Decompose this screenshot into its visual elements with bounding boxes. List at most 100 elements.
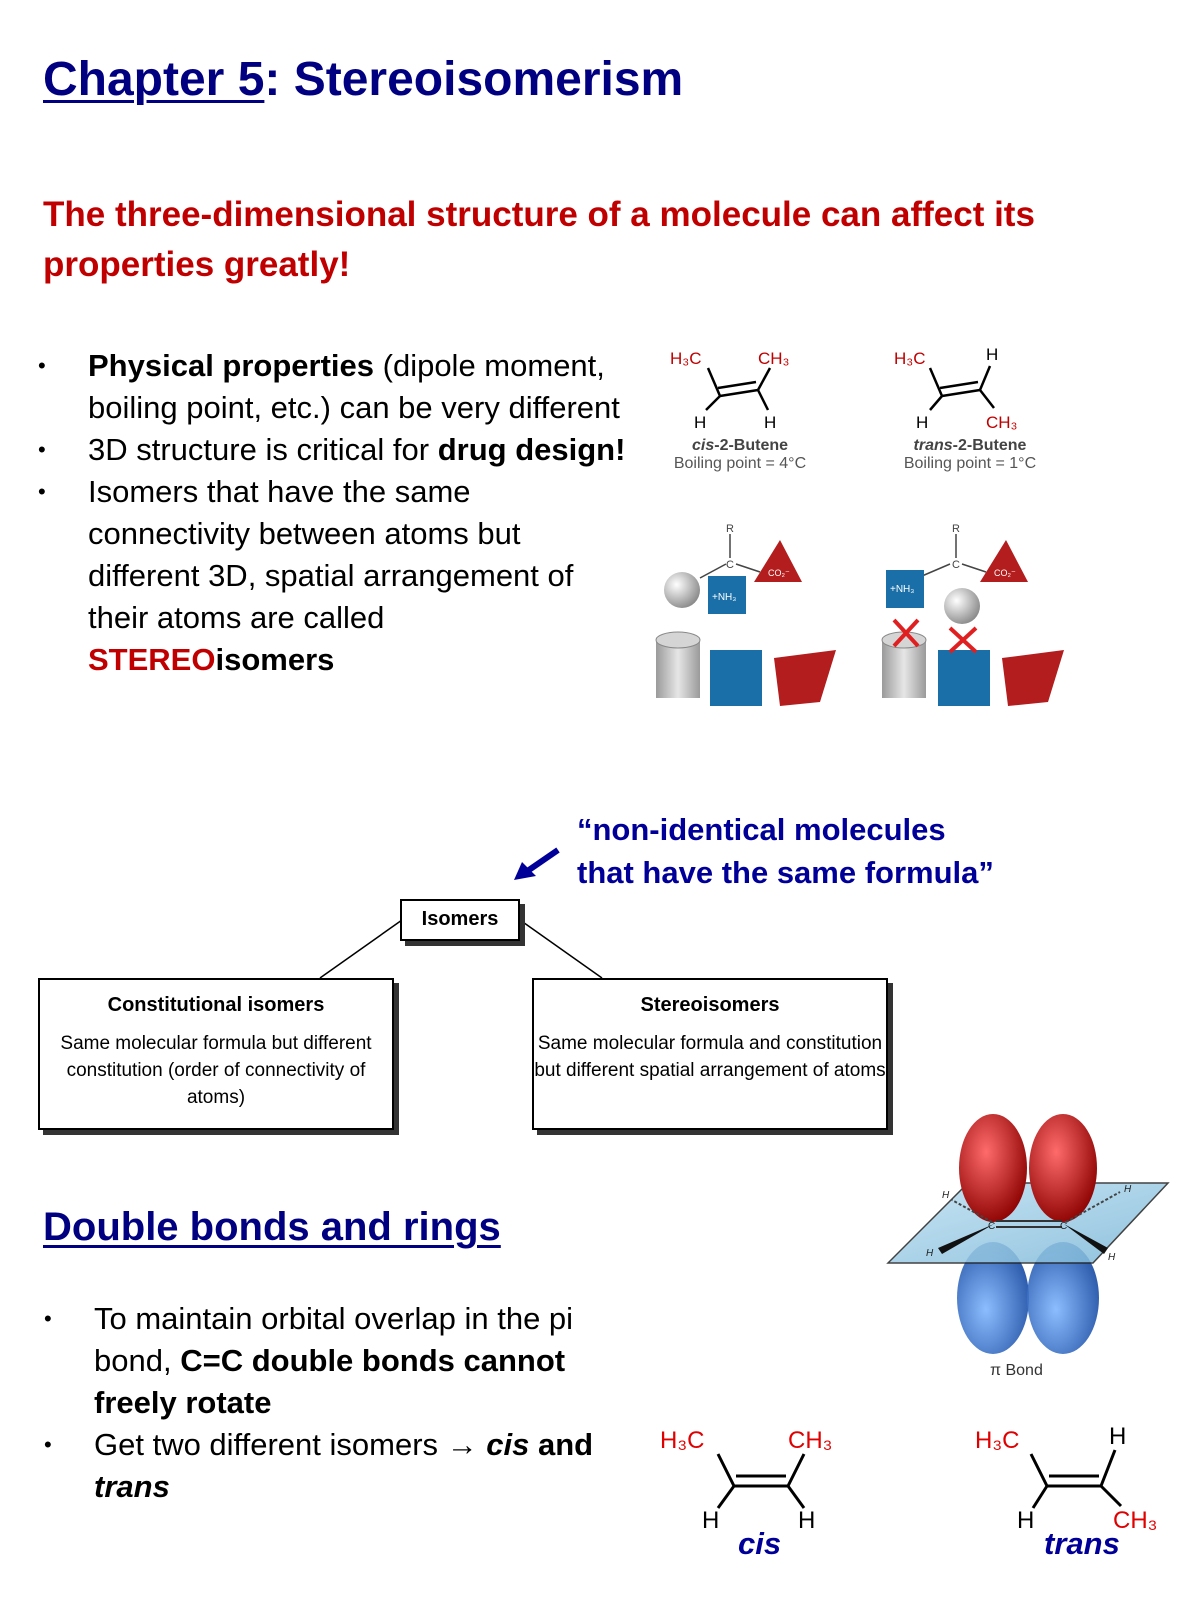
atom-label: R [952, 523, 960, 535]
amine-cube [886, 570, 924, 608]
caption-name: -2-Butene [952, 437, 1027, 454]
atom-label: H₃C [670, 349, 701, 368]
bullet-text: and [529, 1427, 594, 1462]
atom-label: CH₃ [788, 1427, 832, 1454]
pi-bond-caption: π Bond [990, 1362, 1043, 1379]
bullet-icon: • [44, 1306, 52, 1331]
bullet-text: To maintain orbital overlap in the pi bo… [94, 1301, 574, 1378]
atom-label: H [942, 1190, 950, 1201]
atom-label: H [926, 1248, 934, 1259]
bullet-bold-text: drug design! [437, 432, 626, 467]
cis-label: cis [738, 1526, 782, 1561]
trans-butene-caption: trans-2-Butene Boiling point = 1°C [870, 437, 1070, 473]
receptor-cylinder [882, 640, 926, 698]
upper-lobe [959, 1114, 1027, 1222]
atom-label: H [1109, 1423, 1126, 1450]
pointer-arrow-icon [512, 846, 562, 886]
receptor-cylinder [656, 640, 700, 698]
receptor-cube-socket [938, 650, 990, 706]
caption-name: -2-Butene [714, 437, 789, 454]
atom-label: +NH₃ [712, 592, 736, 603]
atom-label: H [694, 413, 706, 432]
isomer-definition-quote: “non-identical molecules that have the s… [577, 808, 994, 894]
cis-butene-svg: H₃C CH₃ H H [670, 349, 789, 432]
amine-cube [708, 576, 746, 614]
bullet-text: Isomers that have the same connectivity … [88, 474, 574, 635]
mismatch-x-icon [892, 618, 920, 648]
quote-line: “non-identical molecules [577, 812, 946, 847]
node-description: Same molecular formula but different con… [60, 1033, 372, 1108]
atom-label: H [916, 413, 928, 432]
boiling-point-label: Boiling point = 1°C [903, 455, 1037, 472]
atom-label: H₃C [975, 1427, 1019, 1454]
receptor-pyramid-socket [774, 650, 836, 706]
trans-butene-svg: H₃C H H CH₃ [894, 345, 1017, 432]
atom-label: CO₂⁻ [994, 568, 1016, 578]
node-title: Isomers [421, 908, 499, 930]
atom-label: C [726, 559, 734, 571]
list-item: • Isomers that have the same connectivity… [38, 471, 638, 681]
lower-lobe [957, 1242, 1029, 1354]
receptor-cube-socket [710, 650, 762, 706]
receptor-pyramid-socket [1002, 650, 1064, 706]
bullet-text: 3D structure is critical for [88, 432, 438, 467]
atom-label: H [1124, 1184, 1132, 1195]
mismatched-isomer-model: R C +NH₃ CO₂⁻ [881, 523, 1064, 706]
list-item: • 3D structure is critical for drug desig… [38, 429, 638, 471]
stereoisomers-node: Stereoisomers Same molecular formula and… [532, 978, 888, 1130]
trans-isomer-structure: H₃C H H CH₃ [975, 1420, 1175, 1534]
carboxylate-pyramid [980, 540, 1028, 582]
bullet-text: (dipole moment, boiling point, etc.) can… [88, 348, 620, 425]
trans-isomer-svg: H₃C H H CH₃ [975, 1423, 1157, 1534]
bullet-icon: • [38, 353, 46, 378]
trans-label: trans [1044, 1526, 1120, 1561]
trans-butene-structure: H₃C H H CH₃ [890, 340, 1070, 432]
matching-isomer-model: R C +NH₃ CO₂⁻ [655, 523, 836, 706]
stereo-highlight: STEREO [88, 642, 216, 677]
page-title: Chapter 5: Stereoisomerism [43, 52, 683, 107]
quote-line: that have the same formula” [577, 855, 994, 890]
hydrogen-sphere [664, 572, 700, 608]
properties-bullet-list: • Physical properties (dipole moment, boi… [38, 345, 638, 681]
pi-bond-illustration: C C H H H H [868, 1108, 1178, 1378]
atom-label: C [952, 559, 960, 571]
atom-label: H [1108, 1252, 1116, 1263]
pi-bond-svg: C C H H H H [886, 1114, 1170, 1354]
bullet-bold-text: isomers [215, 642, 335, 677]
node-title: Constitutional isomers [107, 994, 325, 1016]
receptor-binding-illustration: R C +NH₃ CO₂⁻ R C +NH₃ CO₂⁻ [650, 520, 1090, 720]
atom-label: CH₃ [1113, 1507, 1157, 1534]
bullet-icon: • [38, 437, 46, 462]
constitutional-isomers-node: Constitutional isomers Same molecular fo… [38, 978, 394, 1130]
atom-label: H [986, 345, 998, 364]
cis-butene-structure: H₃C CH₃ H H [660, 340, 840, 432]
carboxylate-pyramid [754, 540, 802, 582]
bullet-icon: • [38, 479, 46, 504]
chapter-label: Chapter 5 [43, 53, 265, 106]
atom-label: CH₃ [758, 349, 789, 368]
atom-label: CO₂⁻ [768, 568, 790, 578]
atom-label: H₃C [660, 1427, 704, 1454]
bullet-text: Get two different isomers → [94, 1427, 487, 1462]
isomers-root-node: Isomers [400, 899, 520, 941]
atom-label: H [1017, 1507, 1034, 1534]
atom-label: +NH₃ [890, 584, 914, 595]
atom-label: R [726, 523, 734, 535]
cis-isomer-svg: H₃C CH₃ H H [660, 1427, 832, 1534]
caption-italic: cis [691, 437, 715, 454]
trans-term: trans [94, 1469, 170, 1504]
atom-label: C [988, 1221, 995, 1232]
bullet-bold-text: C=C double bonds cannot freely rotate [94, 1343, 566, 1420]
atom-label: CH₃ [986, 413, 1017, 432]
list-item: • Physical properties (dipole moment, boi… [38, 345, 638, 429]
receptor-binding-svg: R C +NH₃ CO₂⁻ R C +NH₃ CO₂⁻ [655, 523, 1064, 706]
intro-statement: The three-dimensional structure of a mol… [43, 195, 1035, 284]
upper-lobe [1029, 1114, 1097, 1222]
section-heading: Double bonds and rings [43, 1205, 501, 1249]
cis-term: cis [486, 1427, 530, 1462]
atom-label: H [798, 1507, 815, 1534]
list-item: • To maintain orbital overlap in the pi b… [38, 1298, 638, 1424]
lower-lobe [1027, 1242, 1099, 1354]
bullet-bold-text: Physical properties [88, 348, 375, 383]
atom-label: H₃C [894, 349, 925, 368]
